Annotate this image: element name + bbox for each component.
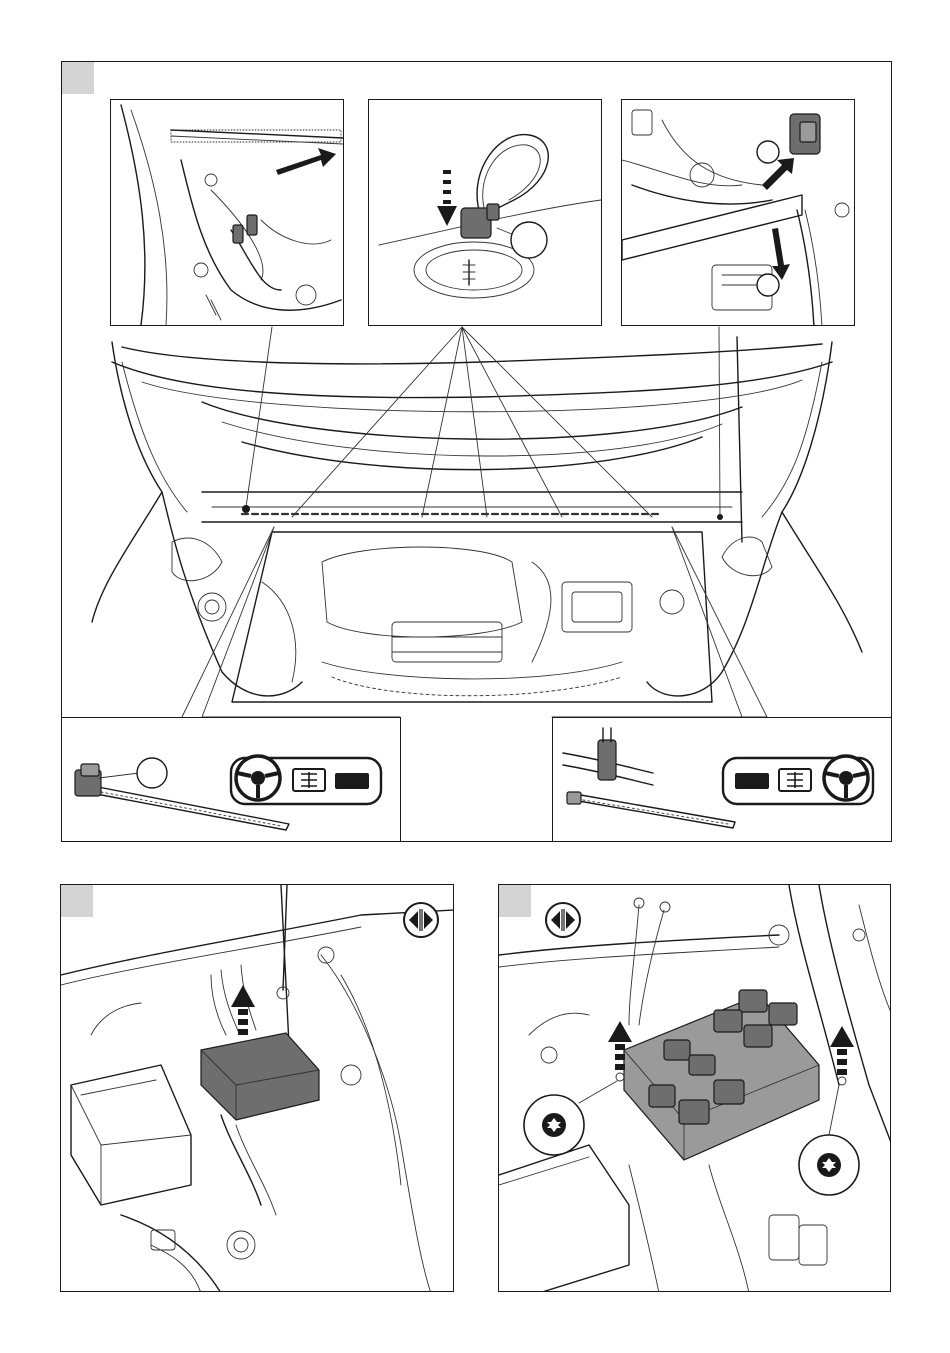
double-arrow-icon [543, 900, 583, 940]
figure-3-panel [498, 884, 891, 1292]
bulkhead-right-inset [621, 99, 855, 326]
steering-wheel-icon [553, 718, 892, 842]
fusebox-removal-left-drawing [61, 885, 454, 1292]
callout-circle [511, 222, 547, 258]
figure-2-panel [60, 884, 454, 1292]
callout-circle [757, 141, 779, 163]
figure-1-panel [61, 61, 892, 842]
double-arrow-icon [401, 900, 441, 940]
bulkhead-left-inset [110, 99, 344, 326]
clip-mount-inset [368, 99, 602, 326]
steering-wheel-icon [61, 718, 401, 842]
rhd-clip-panel [552, 717, 892, 842]
callout-circle [757, 274, 779, 296]
fuse-box-cover [201, 1033, 319, 1120]
lhd-clip-panel [61, 717, 401, 842]
fusebox-removal-right-drawing [499, 885, 891, 1292]
